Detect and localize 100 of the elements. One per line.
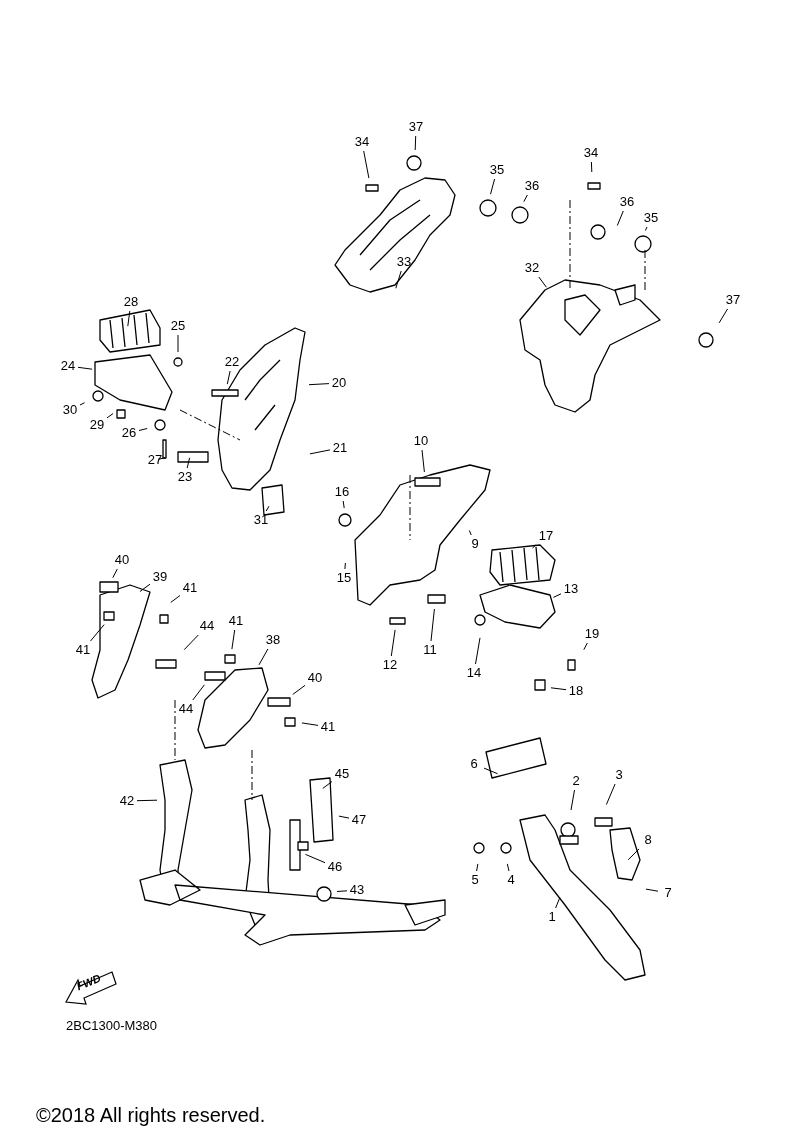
callout-number: 40 (306, 670, 324, 686)
callout-number: 27 (146, 452, 164, 468)
leader-line (483, 767, 498, 775)
callout-number: 18 (567, 683, 585, 699)
callout-number: 26 (120, 425, 138, 441)
leader-line (644, 226, 648, 231)
callout-number: 6 (465, 756, 483, 772)
leader-line (538, 276, 547, 288)
leader-line (90, 624, 105, 642)
callout-number: 38 (264, 632, 282, 648)
leader-line (718, 308, 728, 324)
callout-number: 33 (395, 254, 413, 270)
callout-number: 41 (227, 613, 245, 629)
callout-number: 14 (465, 665, 483, 681)
callout-number: 12 (381, 657, 399, 673)
callout-number: 42 (118, 793, 136, 809)
leader-line (79, 402, 86, 406)
leader-line (627, 848, 640, 861)
leader-line (292, 684, 306, 695)
leader-line (476, 863, 479, 872)
drawing-number: 2BC1300-M380 (66, 1018, 158, 1033)
leader-line (421, 449, 425, 473)
callout-number: 29 (88, 417, 106, 433)
leader-line (414, 135, 417, 151)
callout-number: 25 (169, 318, 187, 334)
callout-number: 5 (466, 872, 484, 888)
leader-line (301, 722, 319, 726)
leader-line (590, 161, 593, 173)
callout-number: 3 (610, 767, 628, 783)
leader-line (605, 783, 616, 805)
copyright-notice: ©2018 All rights reserved. (36, 1104, 266, 1127)
leader-line (258, 648, 269, 666)
callout-number: 30 (61, 402, 79, 418)
leader-line (390, 629, 396, 657)
callout-number: 23 (176, 469, 194, 485)
callout-number: 35 (642, 210, 660, 226)
callout-number: 4 (502, 872, 520, 888)
callout-number: 43 (348, 882, 366, 898)
leader-line (186, 457, 191, 469)
leader-line (645, 888, 659, 892)
callout-number: 45 (333, 766, 351, 782)
callout-number: 41 (319, 719, 337, 735)
leader-line (490, 178, 496, 195)
callout-number: 2 (567, 773, 585, 789)
leader-line (336, 890, 348, 892)
callout-number: 37 (407, 119, 425, 135)
leader-line (430, 608, 435, 642)
callout-number: 41 (181, 580, 199, 596)
callout-number: 35 (488, 162, 506, 178)
direction-label: FWD (74, 971, 103, 993)
callout-number: 20 (330, 375, 348, 391)
leader-line (231, 629, 236, 650)
leader-line (309, 449, 331, 455)
leader-line (106, 413, 114, 419)
callout-number: 46 (326, 859, 344, 875)
callout-number: 32 (523, 260, 541, 276)
callout-number: 21 (331, 440, 349, 456)
callout-number: 39 (151, 569, 169, 585)
leader-line (136, 799, 158, 802)
leader-line (338, 815, 350, 819)
leader-line (77, 366, 93, 370)
leader-line (322, 781, 333, 789)
leader-line (308, 383, 330, 386)
leader-line (177, 334, 179, 353)
leader-line (550, 687, 567, 691)
leader-line (342, 500, 345, 509)
callout-number: 36 (523, 178, 541, 194)
leader-line (226, 370, 231, 385)
callout-number: 16 (333, 484, 351, 500)
callout-number: 37 (724, 292, 742, 308)
callout-number: 34 (582, 145, 600, 161)
leader-line (192, 684, 205, 701)
callout-number: 9 (466, 536, 484, 552)
leader-line (523, 194, 528, 203)
callout-number: 15 (335, 570, 353, 586)
leader-line (138, 428, 148, 431)
leader-line (170, 595, 181, 603)
callout-number: 19 (583, 626, 601, 642)
leader-line (112, 568, 118, 579)
callout-number: 11 (421, 642, 439, 658)
callout-number: 34 (353, 134, 371, 150)
leader-line (363, 150, 370, 179)
leader-line (506, 863, 510, 872)
callout-number: 10 (412, 433, 430, 449)
leader-line (532, 544, 537, 549)
callout-number: 8 (639, 832, 657, 848)
callout-number: 7 (659, 885, 677, 901)
leader-line (583, 642, 588, 651)
leader-line (183, 634, 199, 651)
callout-number: 17 (537, 528, 555, 544)
leader-line (344, 562, 346, 570)
callout-number: 22 (223, 354, 241, 370)
leader-line (555, 897, 561, 909)
callout-number: 44 (177, 701, 195, 717)
leader-line (552, 593, 562, 598)
leader-line (127, 310, 131, 327)
callout-number: 40 (113, 552, 131, 568)
leader-line (395, 270, 402, 289)
leader-line (468, 530, 472, 536)
leader-line (570, 789, 575, 811)
